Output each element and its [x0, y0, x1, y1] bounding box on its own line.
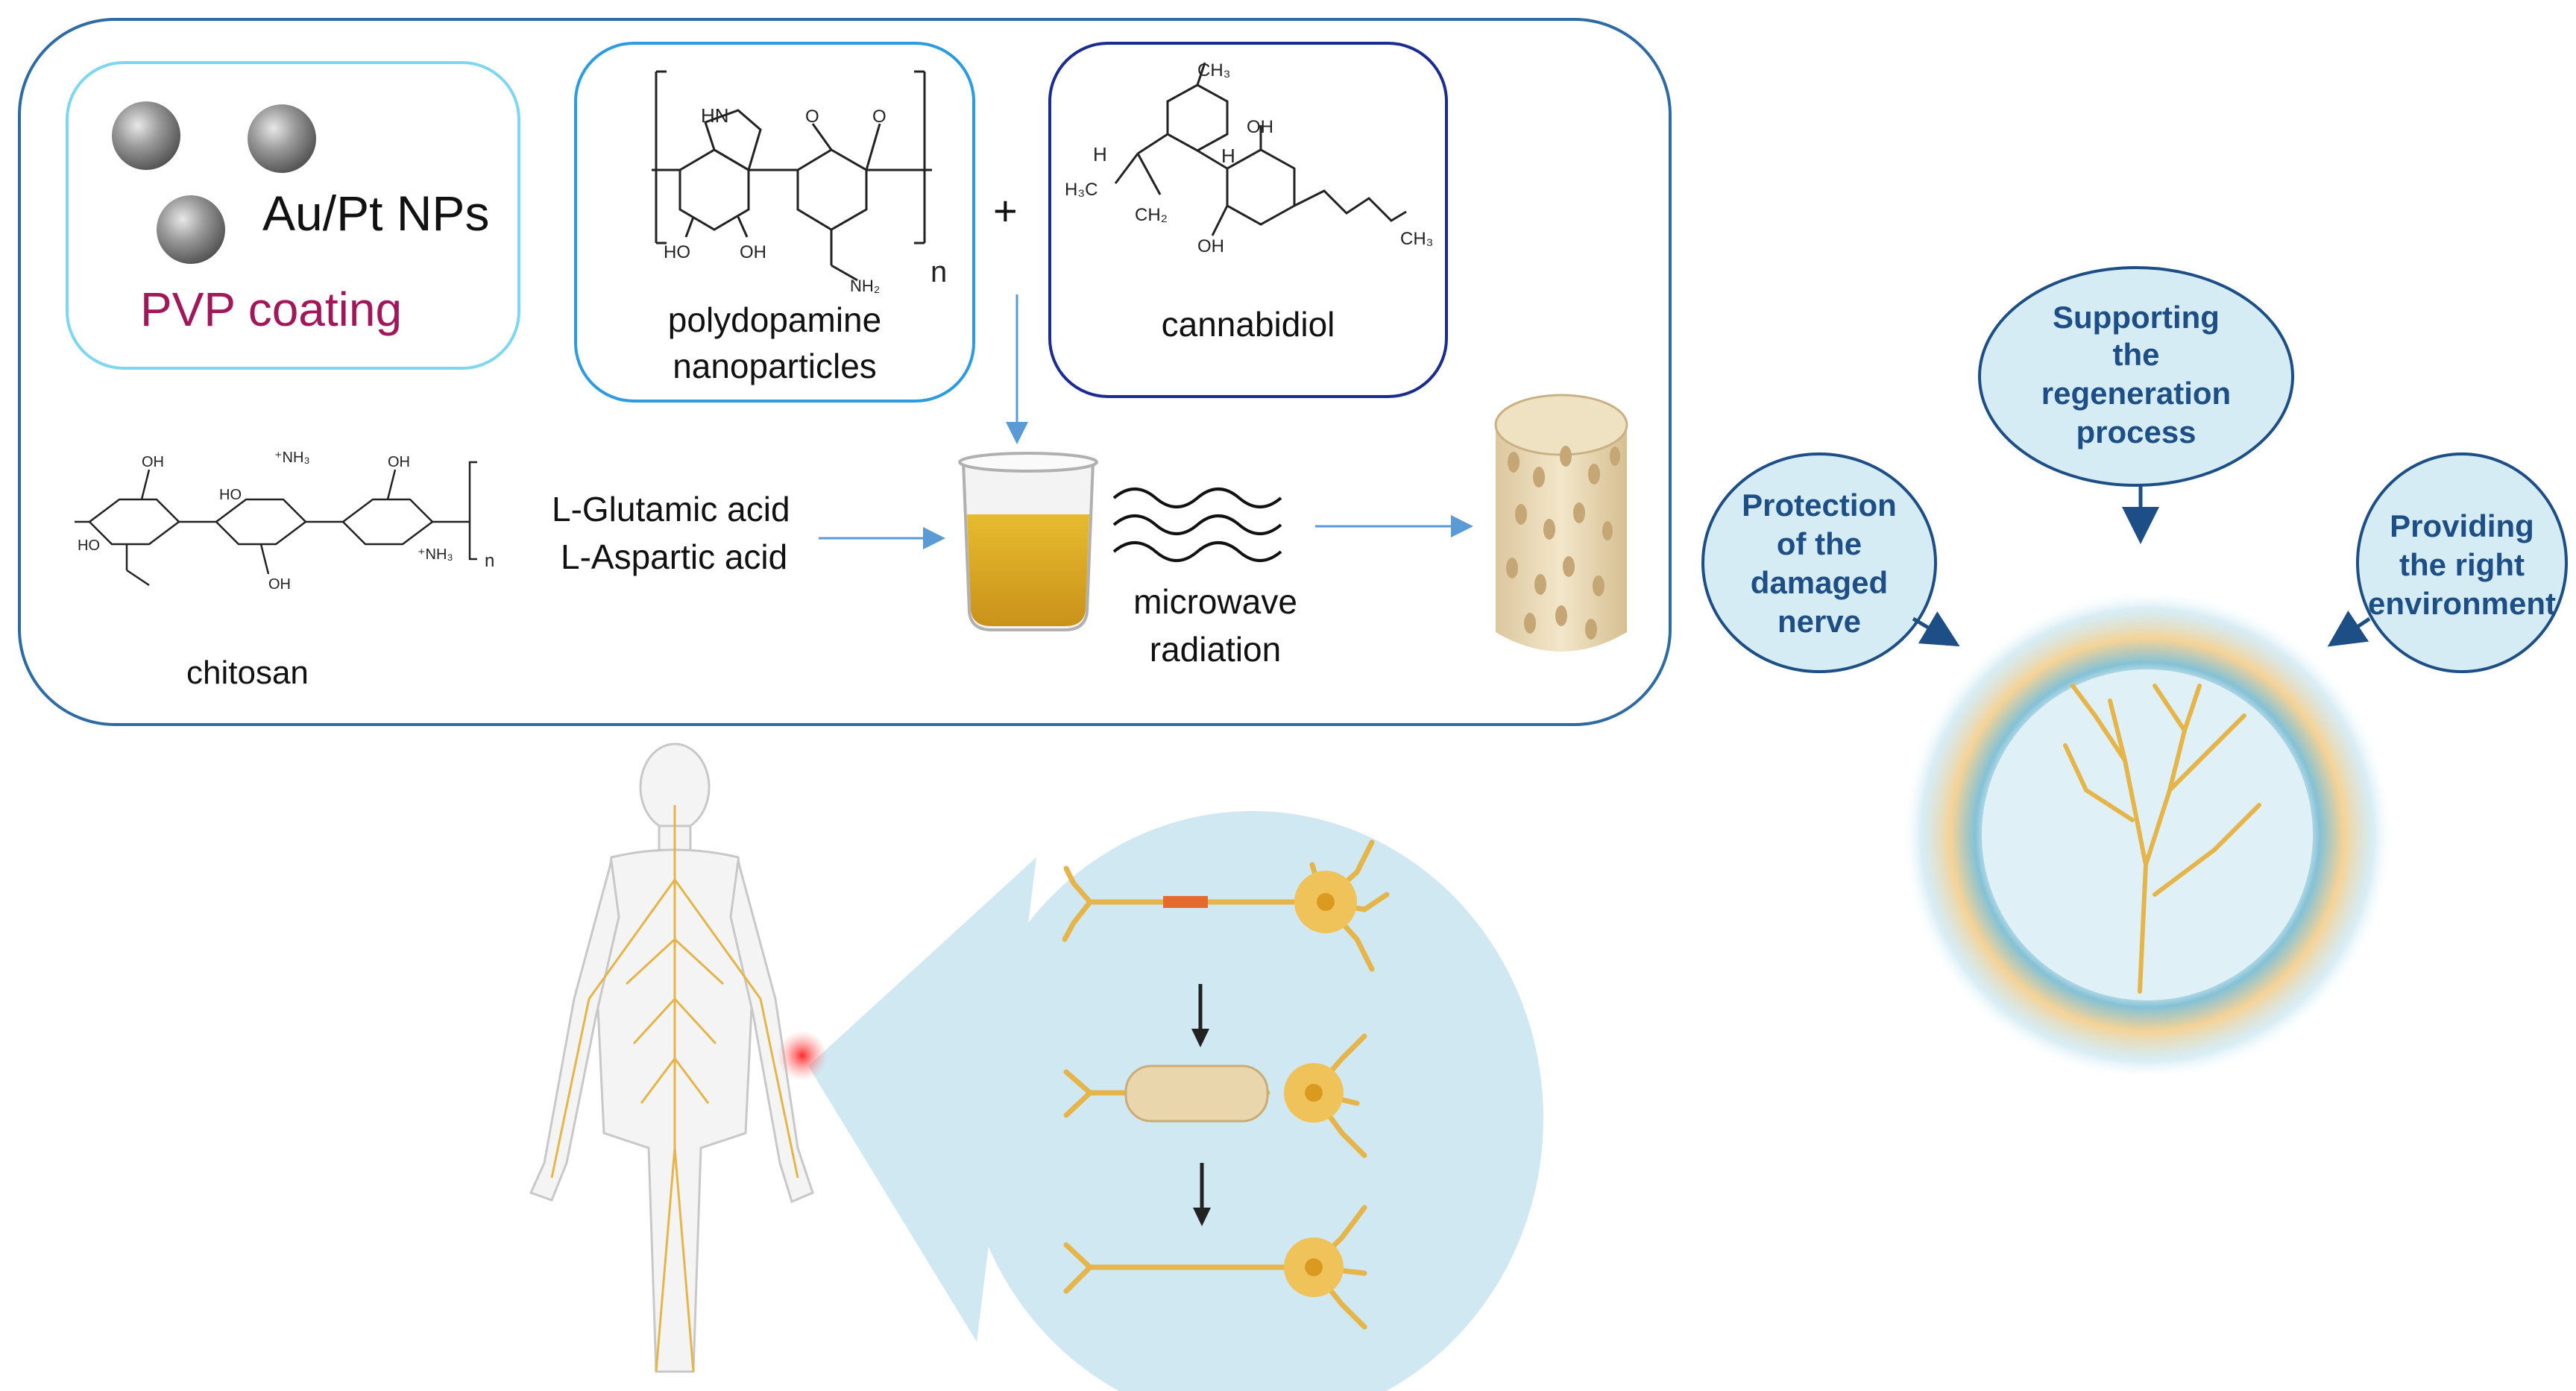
- chem-oh: OH: [740, 242, 766, 262]
- support-bubble: [1978, 266, 2294, 487]
- protection-text: nerve: [1777, 604, 1861, 639]
- support-text: Supporting: [2053, 300, 2220, 335]
- chem-oh: OH: [142, 454, 164, 470]
- support-text: the: [2113, 337, 2160, 372]
- nerve-repair-illustration: [529, 742, 1543, 1391]
- chem-nh2: NH₂: [850, 277, 880, 295]
- chem-oh: OH: [388, 454, 410, 470]
- environment-text: environment: [2368, 586, 2556, 621]
- chem-subscript-n: n: [930, 256, 947, 288]
- synthesis-flow: [819, 294, 1628, 652]
- protection-text: of the: [1777, 526, 1862, 561]
- function-diagram: Supporting the regeneration process Prot…: [1701, 266, 2568, 1073]
- environment-arrow: [2327, 611, 2371, 647]
- regenerating-nerve-icon: [2063, 684, 2261, 994]
- polydopamine-box: [574, 42, 975, 403]
- chem-hn: HN: [701, 104, 729, 127]
- protection-text: damaged: [1751, 565, 1888, 600]
- chem-subscript-n: n: [485, 551, 494, 571]
- chem-h3c: H₃C: [1065, 180, 1098, 200]
- chem-ho: HO: [219, 487, 242, 503]
- pvp-coating-label: PVP coating: [140, 283, 403, 336]
- support-text: process: [2076, 414, 2196, 450]
- environment-text: Providing: [2390, 508, 2534, 543]
- nerve-gap-icon: [1163, 896, 1208, 908]
- chem-ch3: CH₃: [1400, 229, 1433, 249]
- cannabidiol-structure: CH₃ H H OH H₃C CH₂ OH CH₃: [1065, 60, 1433, 256]
- cannabidiol-label: cannabidiol: [1161, 305, 1335, 344]
- human-body-icon: [529, 742, 814, 1373]
- chem-oh: OH: [1247, 117, 1273, 137]
- chem-oh: OH: [1197, 236, 1224, 256]
- microwave-waves-icon: [1112, 488, 1282, 562]
- chem-o: O: [872, 107, 887, 127]
- nanoparticle-sphere: [112, 101, 180, 170]
- environment-text: the right: [2399, 547, 2525, 582]
- chem-o: O: [805, 107, 819, 127]
- polydopamine-label-line1: polydopamine: [667, 300, 882, 339]
- chem-h: H: [1093, 143, 1107, 165]
- nervous-system-icon: [550, 805, 799, 1372]
- chitosan-label: chitosan: [186, 655, 309, 691]
- protection-bubble: [1701, 452, 1937, 673]
- chem-h: H: [1221, 145, 1235, 167]
- chitosan-structure: OH OH HO HO ⁺NH₃ ⁺NH₃ OH n: [75, 450, 494, 593]
- chem-ch2: CH₂: [1135, 205, 1168, 225]
- chem-oh: OH: [268, 576, 291, 593]
- gold-platinum-spheres: [112, 101, 316, 264]
- nanoparticle-box: [66, 61, 520, 370]
- injury-site-icon: [777, 1030, 828, 1081]
- chem-ch3: CH₃: [1197, 60, 1230, 81]
- cannabidiol-box: [1048, 42, 1448, 398]
- nanoparticle-label: Au/Pt NPs: [262, 186, 490, 241]
- glutamic-acid-label: L-Glutamic acid: [552, 490, 790, 529]
- chem-nh3: ⁺NH₃: [274, 450, 310, 466]
- environment-bubble: [2356, 452, 2568, 673]
- microwave-label-line1: microwave: [1133, 582, 1297, 621]
- protection-arrow: [1912, 611, 1960, 647]
- polydopamine-label-line2: nanoparticles: [673, 347, 877, 385]
- nanoparticle-sphere: [157, 195, 225, 264]
- polydopamine-structure: HN HO OH O O NH₂ n: [652, 70, 947, 295]
- chem-nh3: ⁺NH₃: [418, 546, 453, 563]
- chem-ho: HO: [78, 537, 100, 554]
- support-text: regeneration: [2041, 376, 2231, 411]
- protection-text: Protection: [1742, 488, 1897, 523]
- chem-ho: HO: [664, 242, 690, 262]
- nanoparticle-sphere: [248, 104, 316, 173]
- aspartic-acid-label: L-Aspartic acid: [561, 537, 788, 576]
- beaker-icon: [958, 452, 1098, 631]
- plus-sign: +: [993, 187, 1018, 234]
- synthesis-panel: [18, 18, 1672, 726]
- scaffold-cylinder-icon: [1494, 394, 1628, 652]
- microwave-label-line2: radiation: [1149, 630, 1282, 669]
